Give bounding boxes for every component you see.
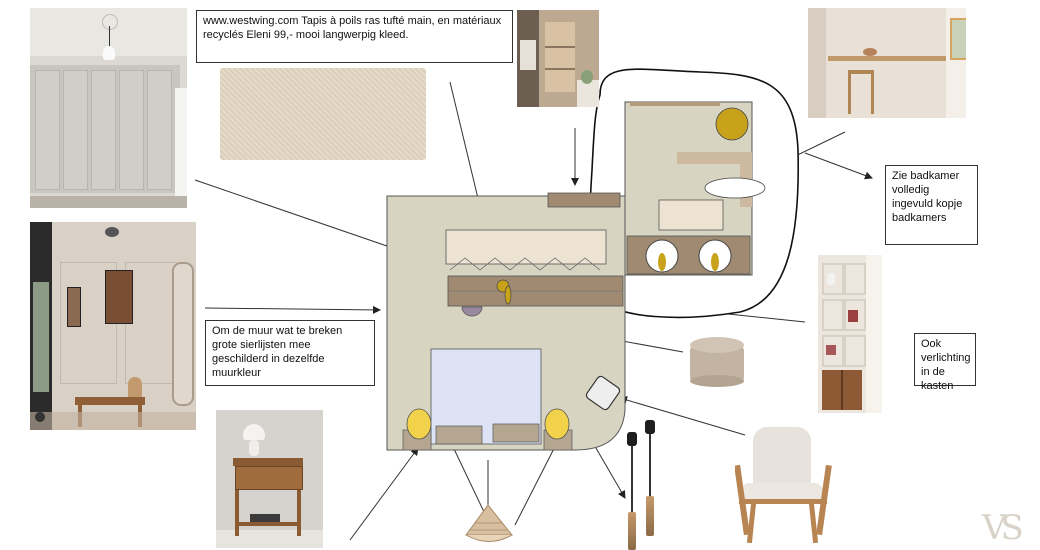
bath-shelf: [677, 152, 752, 164]
armchair-plan: [585, 375, 621, 411]
photo-desk-nook: [808, 8, 966, 118]
bathtub: [704, 177, 766, 199]
bath-mat: [658, 199, 724, 231]
armchair-icon: [735, 425, 835, 545]
note-cabinet-lighting: Ook verlichting in de kasten: [914, 333, 976, 392]
sliding-door: [547, 192, 621, 208]
photo-rug: [220, 68, 426, 160]
pendant-light-icon: [622, 420, 662, 550]
photo-hallway: [30, 222, 196, 430]
photo-bath-niche: [517, 10, 599, 107]
bath-mirror: [715, 107, 749, 141]
signature-logo: VS: [982, 508, 1024, 548]
pouf-plan: [461, 306, 483, 317]
bedside-lamp-right: [544, 408, 570, 440]
bedside-lamp-left: [406, 408, 432, 440]
note-bathroom: Zie badkamer volledig ingevuld kopje bad…: [885, 165, 978, 245]
pouf-icon: [690, 337, 744, 387]
note-rug: www.westwing.com Tapis à poils ras tufté…: [196, 10, 513, 63]
photo-built-in-shelves: [818, 255, 882, 413]
photo-nightstand: [216, 410, 323, 548]
note-wall-moulding: Om de muur wat te breken grote sierlijst…: [205, 320, 375, 386]
photo-wardrobe-wall: [30, 8, 187, 208]
